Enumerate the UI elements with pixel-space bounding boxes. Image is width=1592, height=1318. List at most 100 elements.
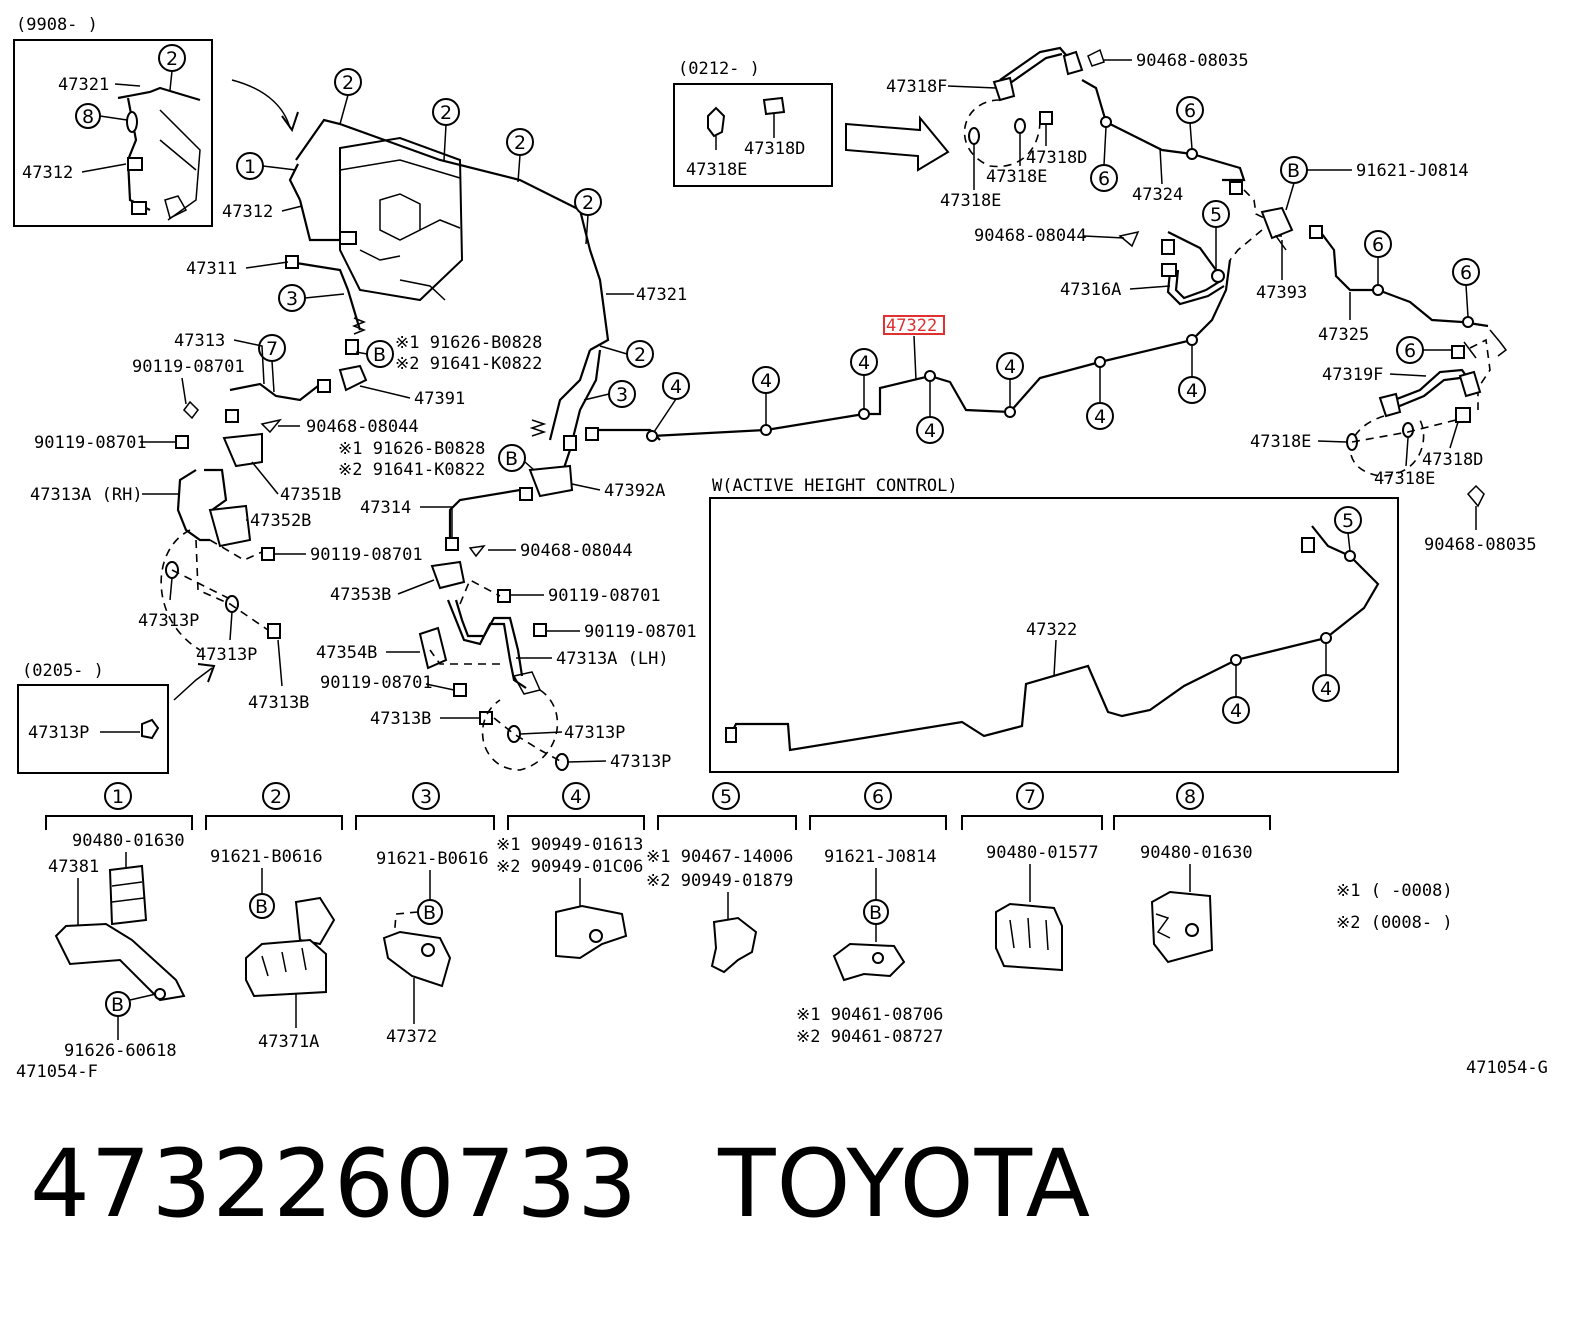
callout-7: 7	[266, 338, 278, 360]
label-47313p-inset: 47313P	[28, 723, 89, 743]
label-47319f: 47319F	[1322, 365, 1383, 385]
legend-callout-B-1: B	[111, 994, 124, 1016]
front-lh-hose-area: 47314 90468-08044 47353B 90119-08701 901…	[316, 498, 697, 772]
label-47311: 47311	[186, 259, 237, 279]
label-47324: 47324	[1132, 185, 1183, 205]
callout-4: 4	[670, 376, 682, 398]
legend-callout-6: 6	[872, 786, 884, 808]
legend-91626-60618: 91626-60618	[64, 1041, 177, 1061]
label-47318d-inset: 47318D	[744, 139, 805, 159]
inset-0205: (0205- ) 47313P	[17, 661, 169, 774]
label-47321: 47321	[636, 285, 687, 305]
label-47313p-c: 47313P	[564, 723, 625, 743]
legend-code-471054-g: 471054-G	[1466, 1058, 1548, 1078]
callout-2: 2	[634, 344, 646, 366]
brand-name: TOYOTA	[718, 1130, 1092, 1239]
label-47322-active: 47322	[1026, 620, 1077, 640]
label-47393: 47393	[1256, 283, 1307, 303]
legend-callout-5: 5	[720, 786, 732, 808]
callout-6: 6	[1404, 340, 1416, 362]
label-47313a-lh: 47313A (LH)	[556, 649, 669, 669]
callout-4: 4	[1186, 380, 1198, 402]
legend-90480-01577: 90480-01577	[986, 843, 1099, 863]
callout-1: 1	[244, 156, 256, 178]
label-47318e-c: 47318E	[1250, 432, 1311, 452]
label-90119-08701-f: 90119-08701	[320, 673, 433, 693]
label-47318f-a: 47318F	[886, 77, 947, 97]
label-90119-08701-b: 90119-08701	[34, 433, 147, 453]
legend-90461-08706: ※1 90461-08706	[796, 1005, 943, 1025]
active-height-control-box: W(ACTIVE HEIGHT CONTROL) 5 4 4 47322	[709, 476, 1399, 773]
label-47318d-a: 47318D	[1026, 148, 1087, 168]
label-91626-b0828-b: ※1 91626-B0828	[338, 439, 485, 459]
label-47316a: 47316A	[1060, 280, 1121, 300]
legend-90480-01630-b: 90480-01630	[1140, 843, 1253, 863]
label-91641-k0822: ※2 91641-K0822	[395, 354, 542, 374]
legend-90949-01c06: ※2 90949-01C06	[496, 857, 643, 877]
callout-6: 6	[1098, 168, 1110, 190]
label-47312-inset: 47312	[22, 163, 73, 183]
legend-91621-b0616-a: 91621-B0616	[210, 847, 323, 867]
label-47318e-inset: 47318E	[686, 160, 747, 180]
legend-90461-08727: ※2 90461-08727	[796, 1027, 943, 1047]
callout-3: 3	[286, 288, 298, 310]
label-47353b: 47353B	[330, 585, 391, 605]
label-90468-08035-b: 90468-08035	[1424, 535, 1537, 555]
highlight-box-47322	[883, 315, 945, 335]
label-47318e-b: 47318E	[940, 191, 1001, 211]
callout-2: 2	[440, 102, 452, 124]
legend-90467-14006: ※1 90467-14006	[646, 847, 793, 867]
part-number: 4732260733	[30, 1130, 639, 1239]
label-47313p-a: 47313P	[138, 611, 199, 631]
master-cylinder-area: 2 2 2 2 2 3 1 3 B B 47312 47311 47321	[186, 68, 687, 540]
front-rh-hose-area: 7 47313 90119-08701 90119-08701 47313A (…	[30, 331, 423, 713]
legend-callout-B-3: B	[423, 902, 436, 924]
callout-4: 4	[1004, 356, 1016, 378]
rear-rh-area: 6 6 5 B 6 6 6 47318F 90468-08035 47318D …	[886, 46, 1537, 555]
active-height-control-label: W(ACTIVE HEIGHT CONTROL)	[712, 476, 958, 496]
legend-90949-01613: ※1 90949-01613	[496, 835, 643, 855]
callout-4: 4	[924, 420, 936, 442]
label-90468-08044-a: 90468-08044	[306, 417, 419, 437]
label-47391: 47391	[414, 389, 465, 409]
label-47354b: 47354B	[316, 643, 377, 663]
legend-note-range-1: ※1 ( -0008)	[1336, 881, 1453, 901]
legend-callout-3: 3	[420, 786, 432, 808]
legend-callout-4: 4	[570, 786, 582, 808]
label-47321-inset: 47321	[58, 75, 109, 95]
label-47322-highlight: 47322	[886, 316, 937, 336]
callout-5: 5	[1210, 204, 1222, 226]
legend-callout-B-4: B	[869, 902, 882, 924]
legend-91621-j0814-b: 91621-J0814	[824, 847, 937, 867]
legend-90949-01879: ※2 90949-01879	[646, 871, 793, 891]
inset-9908-label: (9908- )	[16, 15, 98, 35]
legend-47371a: 47371A	[258, 1032, 319, 1052]
label-47313b-b: 47313B	[370, 709, 431, 729]
inset-0212-label: (0212- )	[678, 59, 760, 79]
label-47313p-d: 47313P	[610, 752, 671, 772]
label-91626-b0828: ※1 91626-B0828	[395, 333, 542, 353]
label-47318e-a: 47318E	[986, 167, 1047, 187]
label-47313b-a: 47313B	[248, 693, 309, 713]
callout-B: B	[505, 448, 518, 470]
legend-callout-2: 2	[270, 786, 282, 808]
callout-3: 3	[616, 384, 628, 406]
callout-5: 5	[1342, 510, 1354, 532]
callout-4: 4	[760, 370, 772, 392]
callout-4: 4	[858, 352, 870, 374]
inset-0212: (0212- ) 47318D 47318E	[673, 59, 950, 187]
label-47325: 47325	[1318, 325, 1369, 345]
label-90119-08701-d: 90119-08701	[548, 586, 661, 606]
legend-note-range-2: ※2 (0008- )	[1336, 913, 1453, 933]
callout-2: 2	[582, 192, 594, 214]
label-91621-j0814-a: 91621-J0814	[1356, 161, 1469, 181]
inset-9908: (9908- ) 2 8 47321 47312	[13, 15, 299, 227]
legend-47381: 47381	[48, 857, 99, 877]
label-47313: 47313	[174, 331, 225, 351]
legend-90480-01630-a: 90480-01630	[72, 831, 185, 851]
legend-callout-1: 1	[112, 786, 124, 808]
legend-47372: 47372	[386, 1027, 437, 1047]
label-47318d-b: 47318D	[1422, 450, 1483, 470]
label-47318e-d: 47318E	[1374, 469, 1435, 489]
